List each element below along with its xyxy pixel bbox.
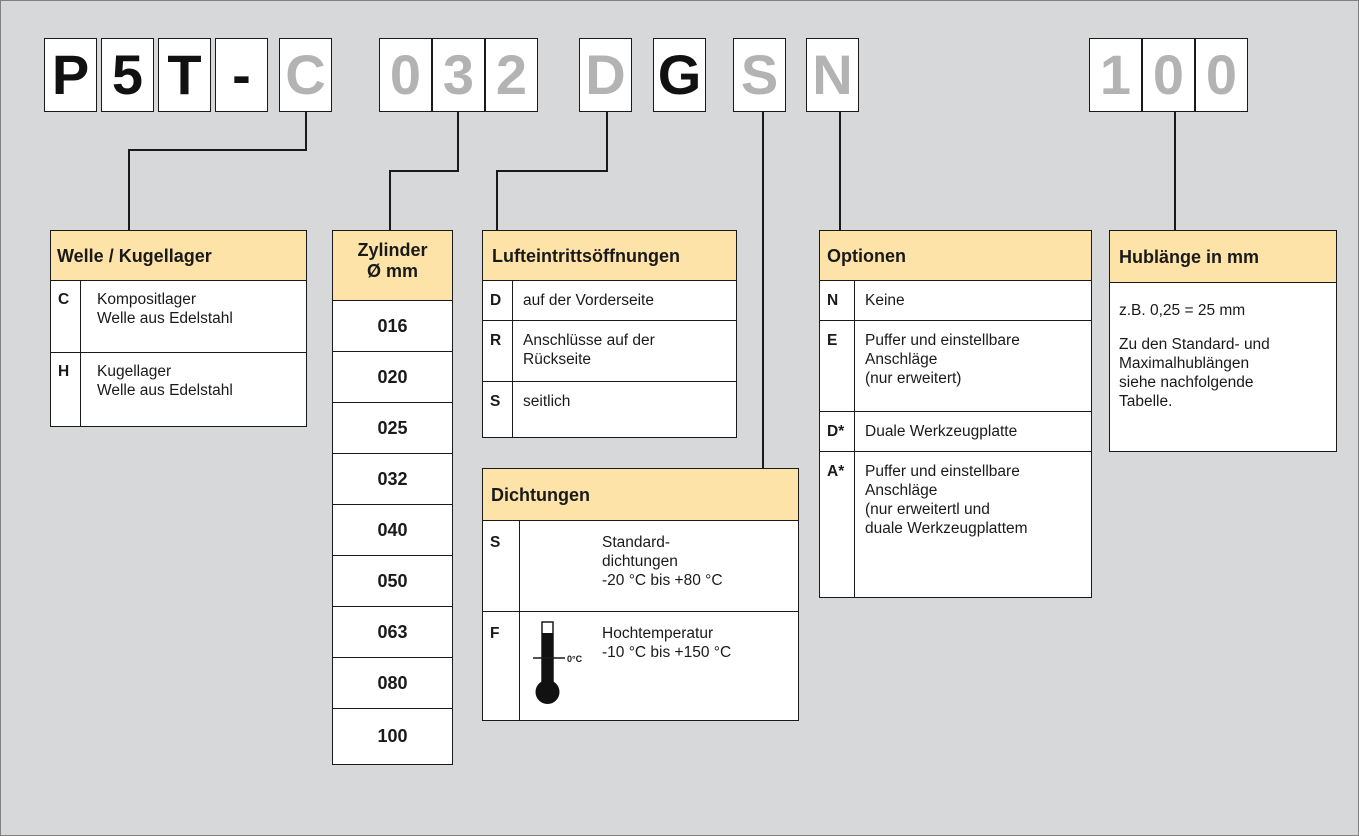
hub-note: Zu den Standard- und Maximalhublängen si… [1119,336,1270,410]
optionen-row: E Puffer und einstellbare Anschläge (nur… [820,321,1091,412]
connector-zylinder [389,112,459,230]
code-char-15: 0 [1195,38,1248,112]
dichtungen-title: Dichtungen [483,469,798,521]
code-char-9: D [579,38,632,112]
optionen-row: D* Duale Werkzeugplatte [820,412,1091,452]
welle-row: C Kompositlager Welle aus Edelstahl [51,281,306,353]
luft-key: S [483,382,513,437]
zylinder-value: 020 [333,352,452,403]
dichtungen-text: Hochtemperatur -10 °C bis +150 °C [602,625,732,661]
luft-text: auf der Vorderseite [523,292,654,309]
code-char-3: T [158,38,211,112]
luft-key: D [483,281,513,320]
luft-text: Anschlüsse auf der Rückseite [523,332,655,368]
luft-row: R Anschlüsse auf der Rückseite [483,321,736,382]
luft-title: Lufteintrittsöffnungen [483,231,736,281]
optionen-title: Optionen [820,231,1091,281]
dichtungen-row: F 0°C Hochtemperatur -10 °C bis +150 °C [483,612,798,720]
code-char-12: N [806,38,859,112]
dichtungen-text: Standard- dichtungen -20 °C bis +80 °C [602,534,723,589]
optionen-key: A* [820,452,855,597]
luft-row: S seitlich [483,382,736,437]
zylinder-value: 032 [333,454,452,505]
luft-table: Lufteintrittsöffnungen D auf der Vorders… [482,230,737,438]
optionen-row: N Keine [820,281,1091,321]
welle-key: H [51,353,81,426]
code-char-5: C [279,38,332,112]
luft-key: R [483,321,513,381]
zylinder-value: 063 [333,607,452,658]
code-char-6: 0 [379,38,432,112]
welle-text: Kugellager Welle aus Edelstahl [97,363,233,399]
thermometer-icon: 0°C [533,621,583,704]
zylinder-value: 016 [333,301,452,352]
code-char-7: 3 [432,38,485,112]
optionen-text: Puffer und einstellbare Anschläge (nur e… [865,463,1028,537]
dichtungen-row: S Standard- dichtungen -20 °C bis +80 °C [483,521,798,612]
connector-luft [496,112,608,230]
hub-table: Hublänge in mm z.B. 0,25 = 25 mm Zu den … [1109,230,1337,452]
zylinder-value: 040 [333,505,452,556]
optionen-row: A* Puffer und einstellbare Anschläge (nu… [820,452,1091,597]
hub-title: Hublänge in mm [1110,231,1336,283]
optionen-text: Keine [865,292,905,309]
optionen-text: Puffer und einstellbare Anschläge (nur e… [865,332,1020,387]
zylinder-value: 100 [377,726,408,746]
code-char-2: 5 [101,38,154,112]
code-char-1: P [44,38,97,112]
optionen-table: Optionen N Keine E Puffer und einstellba… [819,230,1092,598]
zylinder-table: Zylinder Ø mm 016 020 025 032 040 050 06… [332,230,453,765]
code-char-13: 1 [1089,38,1142,112]
welle-title: Welle / Kugellager [51,231,306,281]
connector-welle [128,112,307,230]
dichtungen-key: F [483,612,520,720]
optionen-key: N [820,281,855,320]
code-char-4: - [215,38,268,112]
welle-row: H Kugellager Welle aus Edelstahl [51,353,306,426]
zylinder-value: 050 [333,556,452,607]
zylinder-value: 025 [333,403,452,454]
optionen-text: Duale Werkzeugplatte [865,423,1018,440]
thermometer-label: 0°C [567,654,583,664]
welle-table: Welle / Kugellager C Kompositlager Welle… [50,230,307,427]
optionen-key: D* [820,412,855,451]
code-char-8: 2 [485,38,538,112]
code-char-10: G [653,38,706,112]
welle-text: Kompositlager Welle aus Edelstahl [97,291,233,327]
optionen-key: E [820,321,855,411]
zylinder-value: 080 [333,658,452,709]
zylinder-title: Zylinder Ø mm [333,231,452,301]
code-char-11: S [733,38,786,112]
dichtungen-key: S [483,521,520,611]
luft-text: seitlich [523,393,571,410]
luft-row: D auf der Vorderseite [483,281,736,321]
welle-key: C [51,281,81,352]
code-char-14: 0 [1142,38,1195,112]
hub-example: z.B. 0,25 = 25 mm [1119,302,1246,319]
dichtungen-table: Dichtungen S Standard- dichtungen -20 °C… [482,468,799,721]
